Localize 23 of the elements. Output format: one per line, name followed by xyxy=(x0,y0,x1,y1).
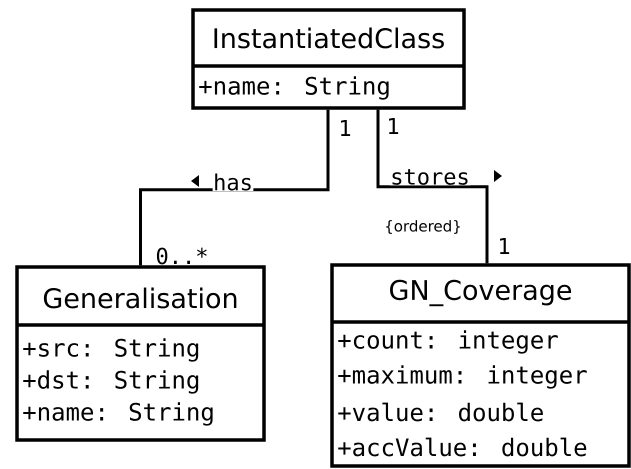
attribute-text: +value: double xyxy=(338,402,543,422)
connector xyxy=(376,110,488,264)
attribute-text: +name: String xyxy=(199,76,389,100)
class-name: GN_Coverage xyxy=(390,280,572,306)
multiplicity-label: 0..* xyxy=(156,248,207,264)
connector xyxy=(139,110,330,266)
class-box xyxy=(15,265,266,442)
multiplicity-label: 1 xyxy=(389,118,398,134)
constraint-label: {ordered} xyxy=(386,220,460,234)
attribute-text: +dst: String xyxy=(23,370,198,394)
edge-label: stores xyxy=(390,168,470,186)
class-box xyxy=(330,263,631,468)
attribute-text: +maximum: integer xyxy=(338,365,587,389)
attribute-text: +name: String xyxy=(23,402,213,426)
attribute-text: +accValue: double xyxy=(338,438,586,456)
class-box xyxy=(191,8,466,110)
attribute-text: +count: integer xyxy=(338,330,558,354)
class-name: InstantiatedClass xyxy=(214,28,444,48)
edge-label: has xyxy=(212,172,254,191)
attribute-text: +src: String xyxy=(23,338,198,362)
multiplicity-label: 1 xyxy=(500,238,510,254)
class-name: Generalisation xyxy=(44,288,236,308)
multiplicity-label: 1 xyxy=(341,120,350,136)
